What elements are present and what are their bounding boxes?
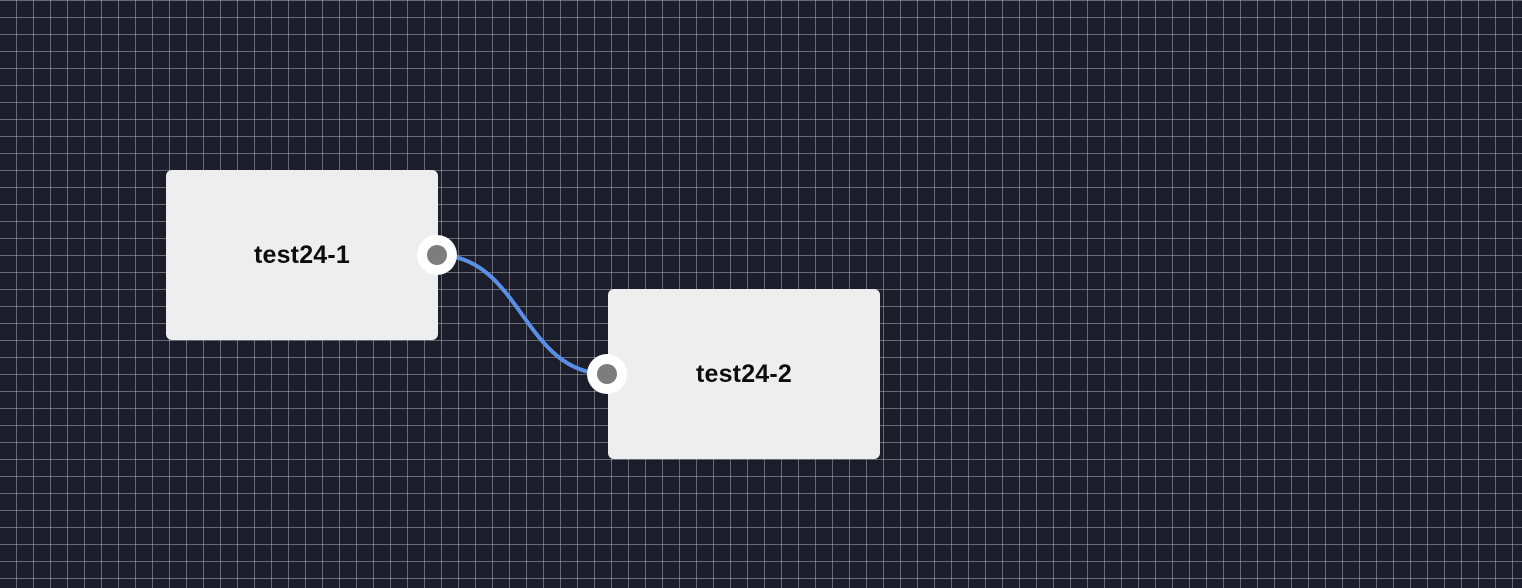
node-test24-2[interactable]: test24-2 <box>608 289 880 459</box>
output-socket[interactable] <box>417 235 457 275</box>
node-title: test24-1 <box>253 240 351 269</box>
socket-dot-icon <box>597 364 617 384</box>
node-test24-1[interactable]: test24-1 <box>166 170 438 340</box>
socket-dot-icon <box>427 245 447 265</box>
node-title: test24-2 <box>695 359 793 388</box>
input-socket[interactable] <box>587 354 627 394</box>
connection-line[interactable] <box>435 253 609 376</box>
